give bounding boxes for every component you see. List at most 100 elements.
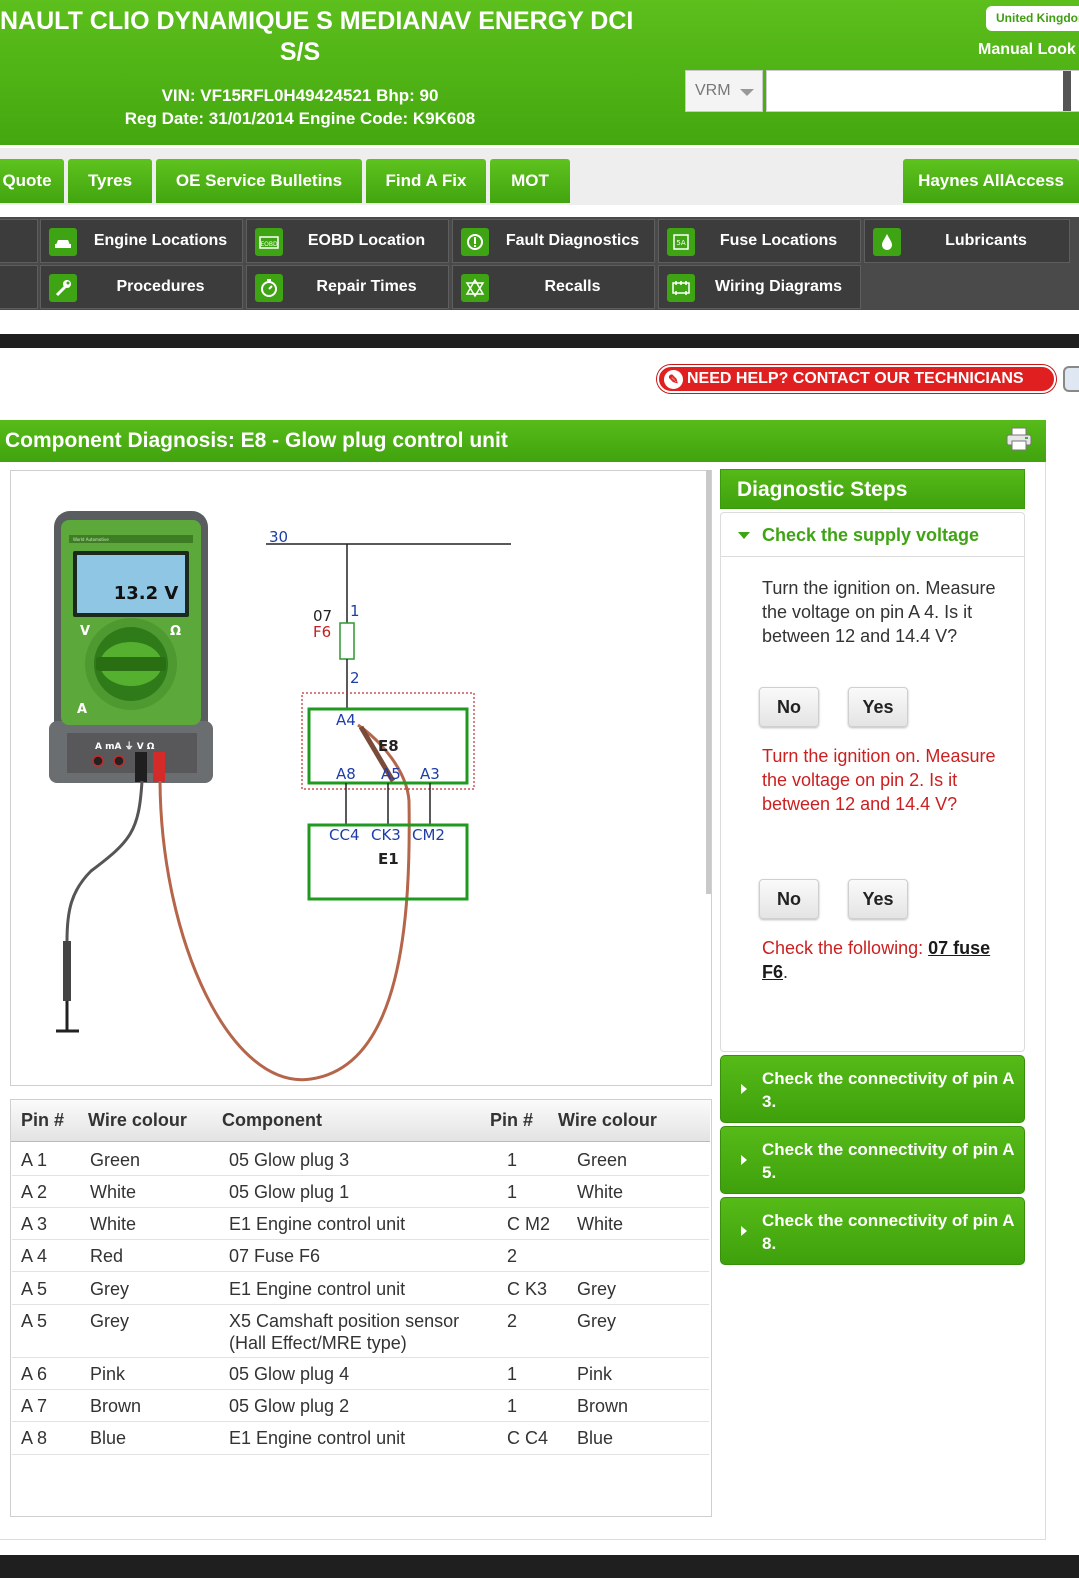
search-button[interactable] bbox=[1063, 71, 1071, 111]
contact-technicians-label: NEED HELP? CONTACT OUR TECHNICIANS bbox=[687, 370, 1024, 387]
question-2: Turn the ignition on. Measure the voltag… bbox=[762, 746, 996, 814]
contact-technicians-button[interactable]: ✎ NEED HELP? CONTACT OUR TECHNICIANS bbox=[657, 365, 1056, 393]
cell: C C4 bbox=[507, 1428, 549, 1448]
country-selector[interactable]: United Kingdom bbox=[986, 6, 1079, 31]
top-tab-bar: Quote Tyres OE Service Bulletins Find A … bbox=[0, 145, 1079, 205]
cell: Grey bbox=[577, 1311, 617, 1331]
content-panel bbox=[0, 420, 1046, 1540]
cell: White bbox=[90, 1214, 137, 1234]
step-supply-voltage-header[interactable]: Check the supply voltage bbox=[720, 512, 1025, 557]
check-prefix: Check the following: bbox=[762, 938, 929, 958]
menu-wiring-diagrams[interactable]: Wiring Diagrams bbox=[658, 265, 861, 309]
tab-tyres[interactable]: Tyres bbox=[68, 159, 152, 203]
no-button-2[interactable]: No bbox=[759, 879, 819, 919]
chevron-down-icon bbox=[738, 532, 750, 539]
step-panel-open bbox=[720, 512, 1025, 1052]
col-wire-colour-2: Wire colour bbox=[558, 1110, 657, 1130]
step-label: Check the connectivity of pin A 8. bbox=[762, 1211, 1014, 1253]
step-connectivity-a3[interactable]: Check the connectivity of pin A 3. bbox=[720, 1055, 1025, 1123]
menu-cell-partial[interactable] bbox=[0, 219, 38, 263]
cell: Green bbox=[90, 1150, 141, 1170]
cell: Red bbox=[90, 1246, 124, 1266]
table-row: A 2 White 05 Glow plug 1 1 White bbox=[12, 1176, 709, 1208]
tab-mot[interactable]: MOT bbox=[490, 159, 570, 203]
cell: Pink bbox=[90, 1364, 126, 1384]
feature-menu: Engine Locations EOBD EOBD Location Faul… bbox=[0, 217, 1079, 310]
cell: A 8 bbox=[21, 1428, 48, 1448]
tab-haynes-allaccess[interactable]: Haynes AllAccess bbox=[903, 159, 1079, 203]
fuse-pin-top: 1 bbox=[350, 602, 360, 620]
cell: White bbox=[90, 1182, 137, 1202]
menu-label: Lubricants bbox=[945, 232, 1027, 249]
meter-brand: World Automotive bbox=[73, 537, 109, 542]
cell: Brown bbox=[90, 1396, 142, 1416]
step-connectivity-a5[interactable]: Check the connectivity of pin A 5. bbox=[720, 1126, 1025, 1194]
vrm-input[interactable] bbox=[766, 70, 1079, 112]
feedback-side-tab[interactable] bbox=[1063, 366, 1079, 392]
meter-label-v: V bbox=[80, 624, 90, 639]
check-suffix: . bbox=[783, 962, 789, 982]
footer-bar bbox=[0, 1555, 1079, 1578]
cell: 05 Glow plug 3 bbox=[229, 1150, 350, 1170]
diagram-scrollbar[interactable] bbox=[706, 470, 711, 894]
tab-quote[interactable]: Quote bbox=[0, 159, 64, 203]
black-probe bbox=[63, 941, 71, 1001]
cell: C K3 bbox=[507, 1279, 548, 1299]
component-e1 bbox=[307, 823, 469, 901]
menu-procedures[interactable]: Procedures bbox=[40, 265, 243, 309]
step-title: Check the supply voltage bbox=[762, 525, 980, 545]
cell: Pink bbox=[577, 1364, 613, 1384]
yes-button-1[interactable]: Yes bbox=[848, 687, 908, 727]
tab-oe-service-bulletins[interactable]: OE Service Bulletins bbox=[156, 159, 362, 203]
print-icon[interactable] bbox=[1006, 427, 1032, 451]
diagnostics-icon bbox=[461, 228, 489, 256]
chevron-right-icon bbox=[741, 1155, 747, 1165]
e1-pin-ck3: CK3 bbox=[371, 826, 401, 844]
e1-pin-cm2: CM2 bbox=[412, 826, 445, 844]
menu-fuse-locations[interactable]: 5A Fuse Locations bbox=[658, 219, 861, 263]
tab-find-a-fix[interactable]: Find A Fix bbox=[366, 159, 486, 203]
cell: A 4 bbox=[21, 1246, 48, 1266]
menu-repair-times[interactable]: Repair Times bbox=[246, 265, 449, 309]
menu-recalls[interactable]: Recalls bbox=[452, 265, 655, 309]
vrm-select[interactable]: VRM bbox=[685, 70, 763, 112]
multimeter: World Automotive 13.2 V V Ω A A mA ⏚ V Ω bbox=[49, 511, 213, 783]
wrench-icon bbox=[49, 274, 77, 302]
menu-engine-locations[interactable]: Engine Locations bbox=[40, 219, 243, 263]
menu-lubricants[interactable]: Lubricants bbox=[864, 219, 1070, 263]
fuse-icon: 5A bbox=[667, 228, 695, 256]
col-pin: Pin # bbox=[21, 1110, 65, 1130]
e1-pin-cc4: CC4 bbox=[329, 826, 360, 844]
col-component: Component bbox=[222, 1110, 322, 1130]
table-row: A 7 Brown 05 Glow plug 2 1 Brown bbox=[12, 1390, 709, 1422]
chevron-right-icon bbox=[741, 1226, 747, 1236]
reg-line: Reg Date: 31/01/2014 Engine Code: K9K608 bbox=[124, 109, 476, 128]
cell: E1 Engine control unit bbox=[229, 1214, 406, 1234]
fuse-f6 bbox=[339, 622, 355, 660]
table-row: A 4 Red 07 Fuse F6 2 bbox=[12, 1240, 709, 1272]
vrm-select-value: VRM bbox=[695, 82, 731, 99]
check-following: Check the following: 07 fuse F6. bbox=[762, 936, 1002, 984]
menu-empty-cell bbox=[864, 265, 1070, 309]
diagram-panel: World Automotive 13.2 V V Ω A A mA ⏚ V Ω bbox=[10, 470, 712, 1086]
menu-fault-diagnostics[interactable]: Fault Diagnostics bbox=[452, 219, 655, 263]
menu-eobd-location[interactable]: EOBD EOBD Location bbox=[246, 219, 449, 263]
cell: A 5 bbox=[21, 1311, 48, 1331]
menu-cell-partial[interactable] bbox=[0, 265, 38, 309]
bus-label: 30 bbox=[269, 528, 288, 546]
no-button-1[interactable]: No bbox=[759, 687, 819, 727]
pin-table-header bbox=[11, 1100, 710, 1142]
diagnostic-steps-header: Diagnostic Steps bbox=[720, 469, 1025, 509]
manual-lookup-link[interactable]: Manual Look bbox=[978, 41, 1076, 58]
cell: A 5 bbox=[21, 1279, 48, 1299]
step-connectivity-a8[interactable]: Check the connectivity of pin A 8. bbox=[720, 1197, 1025, 1265]
chevron-right-icon bbox=[741, 1084, 747, 1094]
fuse-f6-link[interactable]: 07 fuse F6 bbox=[762, 938, 991, 982]
fuse-name: F6 bbox=[313, 623, 331, 641]
col-wire-colour: Wire colour bbox=[88, 1110, 187, 1130]
table-row: A 5 Grey X5 Camshaft position sensor (Ha… bbox=[12, 1305, 709, 1358]
cell: 07 Fuse F6 bbox=[229, 1246, 321, 1266]
question-1: Turn the ignition on. Measure the voltag… bbox=[762, 578, 996, 646]
yes-button-2[interactable]: Yes bbox=[848, 879, 908, 919]
eobd-icon-text: EOBD bbox=[260, 241, 278, 248]
